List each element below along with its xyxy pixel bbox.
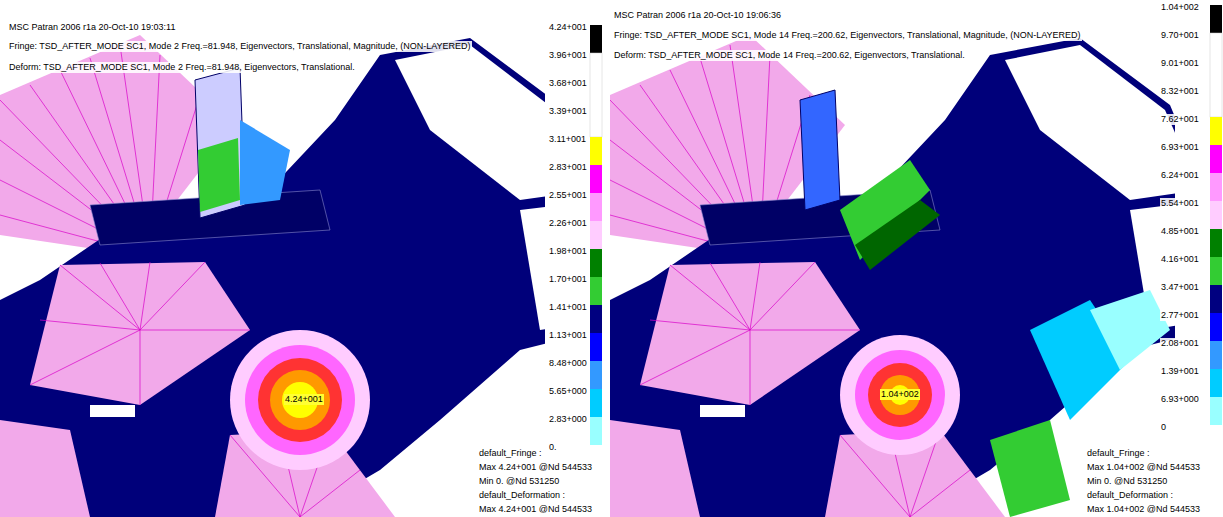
header-text: Fringe: TSD_AFTER_MODE SC1, Mode 2 Freq.… bbox=[8, 41, 472, 52]
header-text: Deform: TSD_AFTER_MODE SC1, Mode 14 Freq… bbox=[613, 50, 966, 61]
scale-value: 3.39+001 bbox=[548, 106, 588, 117]
scale-value: 1.41+001 bbox=[548, 302, 588, 313]
summary-text: default_Deformation : bbox=[1086, 490, 1174, 501]
scale-value: 1.98+001 bbox=[548, 246, 588, 257]
scale-value: 5.65+000 bbox=[548, 386, 588, 397]
scale-value: 0. bbox=[548, 442, 558, 453]
summary-text: Max 1.04+002 @Nd 544533 bbox=[1086, 504, 1201, 515]
color-bar-left bbox=[590, 25, 602, 445]
header-text: Fringe: TSD_AFTER_MODE SC1, Mode 14 Freq… bbox=[613, 30, 1082, 41]
scale-value: 5.54+001 bbox=[1160, 198, 1200, 209]
summary-text: default_Deformation : bbox=[478, 490, 566, 501]
max-value-tag: 1.04+002 bbox=[880, 389, 920, 400]
scale-value: 2.83+000 bbox=[548, 414, 588, 425]
scale-value: 1.39+001 bbox=[1160, 366, 1200, 377]
summary-text: Max 4.24+001 @Nd 544533 bbox=[478, 504, 593, 515]
scale-value: 2.26+001 bbox=[548, 218, 588, 229]
summary-text: default_Fringe : bbox=[1086, 448, 1151, 459]
scale-value: 6.93+000 bbox=[1160, 394, 1200, 405]
scale-value: 1.13+001 bbox=[548, 330, 588, 341]
scale-value: 1.70+001 bbox=[548, 274, 588, 285]
scale-value: 2.08+001 bbox=[1160, 338, 1200, 349]
summary-text: Min 0. @Nd 531250 bbox=[478, 476, 560, 487]
right-panel bbox=[610, 0, 1210, 517]
color-bar-right bbox=[1210, 5, 1222, 425]
scale-value: 2.83+001 bbox=[548, 162, 588, 173]
scale-value: 3.68+001 bbox=[548, 78, 588, 89]
scale-value: 2.55+001 bbox=[548, 190, 588, 201]
scale-value: 9.70+001 bbox=[1160, 30, 1200, 41]
scale-value: 8.32+001 bbox=[1160, 86, 1200, 97]
scale-value: 3.11+001 bbox=[548, 134, 587, 145]
scale-value: 6.93+001 bbox=[1160, 142, 1200, 153]
scale-value: 0 bbox=[1160, 422, 1167, 433]
max-value-tag: 4.24+001 bbox=[284, 394, 324, 405]
scale-value: 2.77+001 bbox=[1160, 310, 1200, 321]
summary-text: Min 0. @Nd 531250 bbox=[1086, 476, 1168, 487]
scale-value: 8.48+000 bbox=[548, 358, 588, 369]
scale-value: 3.47+001 bbox=[1160, 282, 1200, 293]
summary-text: default_Fringe : bbox=[478, 448, 543, 459]
scale-value: 1.04+002 bbox=[1160, 2, 1200, 13]
header-text: MSC Patran 2006 r1a 20-Oct-10 19:06:36 bbox=[613, 10, 782, 21]
header-text: Deform: TSD_AFTER_MODE SC1, Mode 2 Freq.… bbox=[8, 62, 356, 73]
header-text: MSC Patran 2006 r1a 20-Oct-10 19:03:11 bbox=[8, 22, 176, 33]
scale-value: 4.85+001 bbox=[1160, 226, 1200, 237]
scale-value: 4.16+001 bbox=[1160, 254, 1200, 265]
scale-value: 6.24+001 bbox=[1160, 170, 1200, 181]
summary-text: Max 4.24+001 @Nd 544533 bbox=[478, 462, 593, 473]
scale-value: 3.96+001 bbox=[548, 50, 588, 61]
summary-text: Max 1.04+002 @Nd 544533 bbox=[1086, 462, 1201, 473]
scale-value: 4.24+001 bbox=[548, 22, 588, 33]
scale-value: 7.62+001 bbox=[1160, 114, 1200, 125]
scale-value: 9.01+001 bbox=[1160, 58, 1200, 69]
left-panel bbox=[0, 0, 545, 517]
